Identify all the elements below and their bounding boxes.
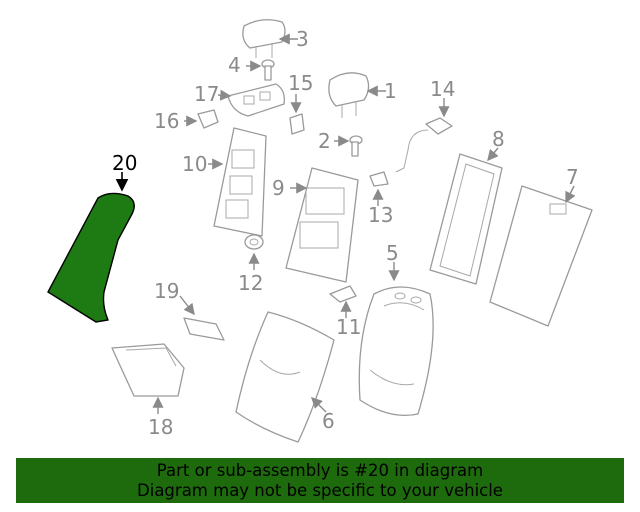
callout-8: 8 <box>492 127 505 151</box>
part-19-cover[interactable] <box>183 317 225 341</box>
leader-19 <box>179 295 195 316</box>
part-14-harness[interactable] <box>395 117 453 173</box>
callout-12: 12 <box>238 271 263 295</box>
part-17-panel[interactable] <box>227 83 285 117</box>
callout-1: 1 <box>384 79 397 103</box>
part-11-bracket[interactable] <box>329 285 357 303</box>
callout-4: 4 <box>228 53 241 77</box>
callout-19: 19 <box>154 279 179 303</box>
callout-11: 11 <box>336 315 361 339</box>
callout-16: 16 <box>154 109 179 133</box>
part-20-bolster[interactable] <box>47 192 135 323</box>
parts-diagram: 20 3 4 17 15 16 1 2 <box>47 19 593 443</box>
callout-2: 2 <box>318 129 331 153</box>
part-10-frame[interactable] <box>213 127 267 237</box>
banner-line-1: Part or sub-assembly is #20 in diagram <box>156 461 484 480</box>
callout-10: 10 <box>182 152 207 176</box>
part-13-clip[interactable] <box>369 171 389 187</box>
leader-8 <box>487 147 499 162</box>
banner-line-2: Diagram may not be specific to your vehi… <box>137 481 503 500</box>
leader-17 <box>217 89 232 101</box>
part-16-clip[interactable] <box>197 109 219 129</box>
callout-20: 20 <box>112 151 137 175</box>
part-3-headrest[interactable] <box>242 19 286 58</box>
callout-5: 5 <box>386 241 399 265</box>
callout-18: 18 <box>148 415 173 439</box>
callout-3: 3 <box>296 27 309 51</box>
callout-14: 14 <box>430 77 455 101</box>
part-8-panel[interactable] <box>429 153 503 285</box>
part-12-bushing[interactable] <box>244 234 264 250</box>
part-4-screw[interactable] <box>261 59 275 81</box>
callout-15: 15 <box>288 71 313 95</box>
callout-13: 13 <box>368 203 393 227</box>
leader-6 <box>311 397 327 413</box>
part-2-bolt[interactable] <box>349 135 363 157</box>
part-15-bracket[interactable] <box>289 113 305 135</box>
part-1-headrest[interactable] <box>328 72 370 118</box>
part-5-cushion[interactable] <box>358 286 434 417</box>
notice-banner: Part or sub-assembly is #20 in diagram D… <box>16 458 624 503</box>
callout-7: 7 <box>566 165 579 189</box>
part-9-frame[interactable] <box>285 167 359 283</box>
part-7-cover[interactable] <box>489 185 593 327</box>
callout-17: 17 <box>194 82 219 106</box>
leader-7 <box>565 185 576 204</box>
callout-9: 9 <box>272 176 285 200</box>
callout-6: 6 <box>322 409 335 433</box>
part-18-housing[interactable] <box>111 343 185 397</box>
part-6-pad[interactable] <box>235 311 335 443</box>
